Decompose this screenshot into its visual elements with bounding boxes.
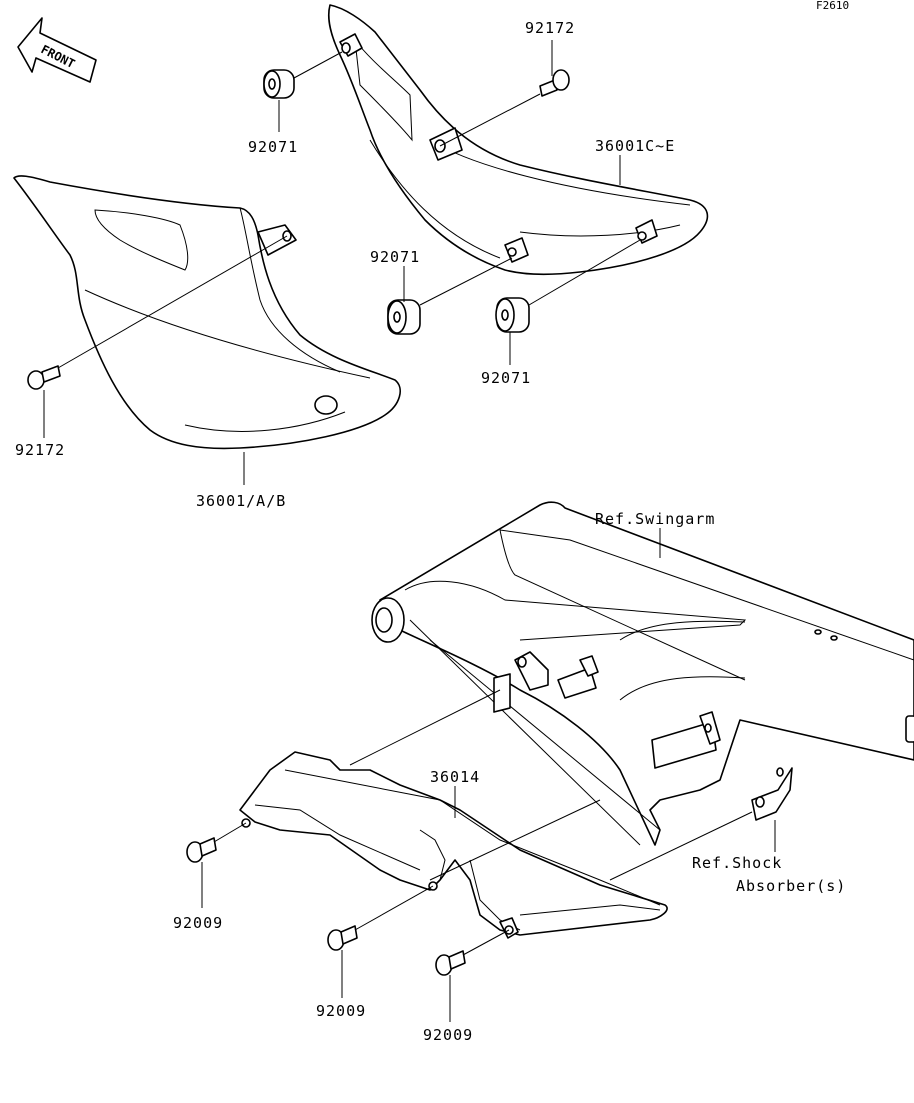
label-92009-c: 92009 (423, 1026, 473, 1044)
label-ref-shock: Ref.Shock (692, 854, 782, 872)
label-92172-left: 92172 (15, 441, 65, 459)
label-92172-top: 92172 (525, 19, 575, 37)
swingarm (371, 501, 914, 846)
grommet-92071-top (263, 51, 343, 99)
bolt-92172-top (439, 69, 570, 147)
side-cover-right (327, 4, 709, 275)
label-36014: 36014 (430, 768, 480, 786)
figure-code: F2610 (816, 0, 849, 12)
side-cover-left (13, 175, 401, 450)
label-36001-a-b: 36001/A/B (196, 492, 286, 510)
label-92009-b: 92009 (316, 1002, 366, 1020)
label-92071-mid: 92071 (370, 248, 420, 266)
front-arrow-icon: FRONT (17, 17, 97, 83)
label-92071-low: 92071 (481, 369, 531, 387)
label-92071-top: 92071 (248, 138, 298, 156)
label-ref-swingarm: Ref.Swingarm (595, 510, 715, 528)
grommet-92071-low (495, 239, 641, 333)
chain-guard (239, 751, 668, 939)
bolt-92009-c (435, 929, 510, 976)
label-92009-a: 92009 (173, 914, 223, 932)
label-36001c-e: 36001C~E (595, 137, 675, 155)
label-absorber: Absorber(s) (736, 877, 846, 895)
bolt-92009-b (327, 885, 434, 951)
bolt-92172-left (27, 235, 288, 390)
grommet-92071-mid (387, 257, 513, 335)
shock-bracket (751, 767, 793, 821)
bolt-92009-a (186, 822, 247, 863)
